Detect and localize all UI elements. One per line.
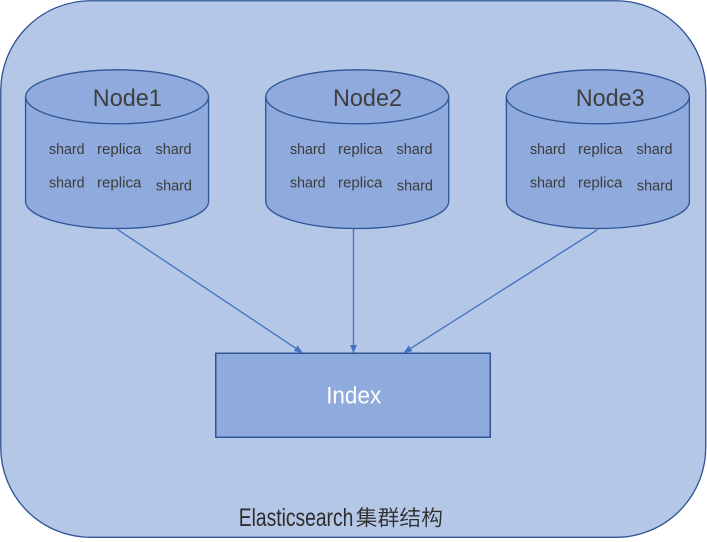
- svg-text:shard: shard: [637, 177, 673, 194]
- svg-text:shard: shard: [530, 174, 566, 191]
- svg-text:Node3: Node3: [576, 85, 645, 112]
- svg-text:replica: replica: [97, 141, 142, 158]
- svg-text:shard: shard: [49, 174, 85, 191]
- svg-text:Index: Index: [326, 383, 381, 410]
- svg-text:Node2: Node2: [333, 85, 402, 112]
- svg-text:replica: replica: [338, 141, 383, 158]
- svg-text:shard: shard: [156, 141, 192, 158]
- svg-text:Elasticsearch: Elasticsearch: [239, 504, 353, 532]
- svg-text:shard: shard: [530, 141, 566, 158]
- svg-text:shard: shard: [156, 177, 192, 194]
- svg-text:shard: shard: [49, 141, 85, 158]
- svg-text:Node1: Node1: [93, 85, 162, 112]
- svg-text:shard: shard: [290, 141, 326, 158]
- svg-text:shard: shard: [637, 141, 673, 158]
- svg-text:shard: shard: [397, 177, 433, 194]
- svg-text:shard: shard: [290, 174, 326, 191]
- svg-text:replica: replica: [97, 174, 142, 191]
- svg-text:replica: replica: [578, 174, 623, 191]
- svg-text:replica: replica: [578, 141, 623, 158]
- svg-text:replica: replica: [338, 174, 383, 191]
- svg-text:shard: shard: [397, 141, 433, 158]
